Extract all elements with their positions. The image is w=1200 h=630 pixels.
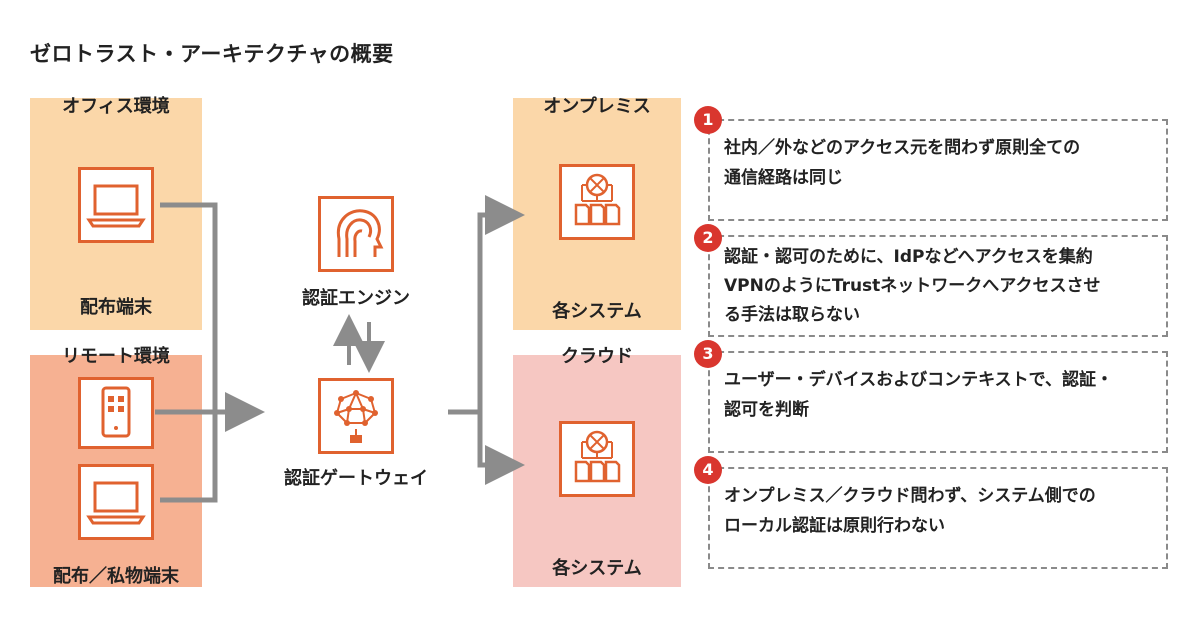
- remote-laptop-connector: [160, 412, 218, 503]
- note-4-line-1: オンプレミス／クラウド問わず、システム側での: [724, 486, 1096, 506]
- marker-3: 3: [397, 162, 423, 188]
- laptop-icon: [78, 464, 154, 540]
- onpremise-title: オンプレミス: [543, 96, 651, 117]
- note-2-line-1: 認証・認可のために、IdPなどへアクセスを集約: [724, 247, 1093, 267]
- note-1: 社内／外などのアクセス元を問わず原則全ての 通信経路は同じ: [708, 119, 1168, 221]
- cloud-connector: [477, 380, 525, 485]
- office-environment-title: オフィス環境: [62, 96, 170, 117]
- note-1-number: 1: [694, 106, 722, 134]
- marker-4: 4: [431, 343, 457, 369]
- office-connector: [160, 202, 218, 412]
- note-3-line-2: 認可を判断: [724, 400, 809, 420]
- laptop-icon: [78, 167, 154, 243]
- systems-icon: [559, 421, 635, 497]
- auth-engine-head-icon: [318, 196, 394, 272]
- marker-2: 2: [277, 344, 303, 370]
- marker-1: 1: [234, 176, 260, 202]
- cloud-title: クラウド: [561, 346, 633, 367]
- auth-gateway-network-icon: [318, 378, 394, 454]
- cloud-systems-label: 各システム: [552, 558, 642, 579]
- note-2-number: 2: [694, 224, 722, 252]
- note-3: ユーザー・デバイスおよびコンテキストで、認証・ 認可を判断: [708, 351, 1168, 453]
- note-3-number: 3: [694, 340, 722, 368]
- remote-device-label: 配布／私物端末: [53, 566, 179, 587]
- note-3-line-1: ユーザー・デバイスおよびコンテキストで、認証・: [724, 370, 1113, 390]
- note-2-line-2: VPNのようにTrustネットワークへアクセスさせ: [724, 276, 1101, 296]
- office-device-label: 配布端末: [80, 297, 152, 318]
- remote-environment-title: リモート環境: [62, 346, 170, 367]
- smartphone-icon: [78, 377, 154, 449]
- onprem-connector: [477, 195, 525, 465]
- note-1-line-1: 社内／外などのアクセス元を問わず原則全ての: [724, 138, 1081, 158]
- note-4: オンプレミス／クラウド問わず、システム側での ローカル認証は原則行わない: [708, 467, 1168, 569]
- auth-gateway-label: 認証ゲートウェイ: [284, 468, 428, 489]
- note-2: 認証・認可のために、IdPなどへアクセスを集約 VPNのようにTrustネットワ…: [708, 235, 1168, 337]
- note-4-number: 4: [694, 456, 722, 484]
- diagram-title: ゼロトラスト・アーキテクチャの概要: [30, 42, 394, 66]
- auth-engine-label: 認証エンジン: [302, 288, 410, 309]
- note-1-line-2: 通信経路は同じ: [724, 168, 843, 188]
- note-4-line-2: ローカル認証は原則行わない: [724, 516, 945, 536]
- note-2-line-3: る手法は取らない: [724, 305, 860, 325]
- systems-icon: [559, 164, 635, 240]
- onpremise-systems-label: 各システム: [552, 301, 642, 322]
